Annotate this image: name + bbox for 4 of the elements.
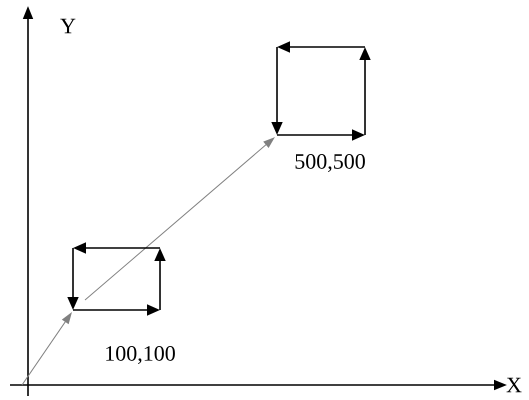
point-label: 500,500: [296, 154, 365, 172]
point-label: 100,100: [106, 346, 175, 364]
axis-label: Y: [60, 18, 76, 34]
axis-label: X: [506, 378, 522, 392]
